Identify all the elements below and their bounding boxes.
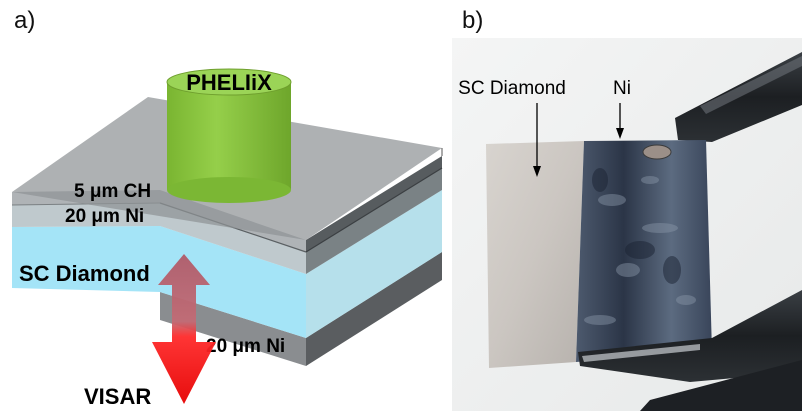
ni-top-layer-label: 20 μm Ni [65, 206, 144, 227]
diamond-layer-label: SC Diamond [19, 261, 150, 286]
ni-pointer-arrow [616, 103, 624, 139]
sample-photo [452, 38, 802, 411]
visar-label: VISAR [84, 384, 151, 409]
laser-label: PHELIiX [186, 70, 272, 95]
photo-diamond-label: SC Diamond [458, 78, 566, 99]
sc-diamond-layer [12, 190, 442, 338]
diamond-sample [486, 141, 584, 368]
panel-b-label: b) [462, 7, 483, 34]
diamond-pointer-arrow [533, 103, 541, 177]
ch-layer-label: 5 μm CH [74, 181, 151, 202]
top-ni-layer [12, 168, 442, 274]
panel-a-label: a) [14, 7, 35, 34]
photo-ni-label: Ni [613, 78, 631, 99]
bottom-ni-layer [160, 252, 442, 366]
laser-beam-cylinder [166, 68, 292, 203]
lower-tweezer-arm [578, 290, 802, 382]
visar-arrow [152, 254, 216, 404]
ni-bottom-layer-label: 20 μm Ni [206, 336, 285, 357]
